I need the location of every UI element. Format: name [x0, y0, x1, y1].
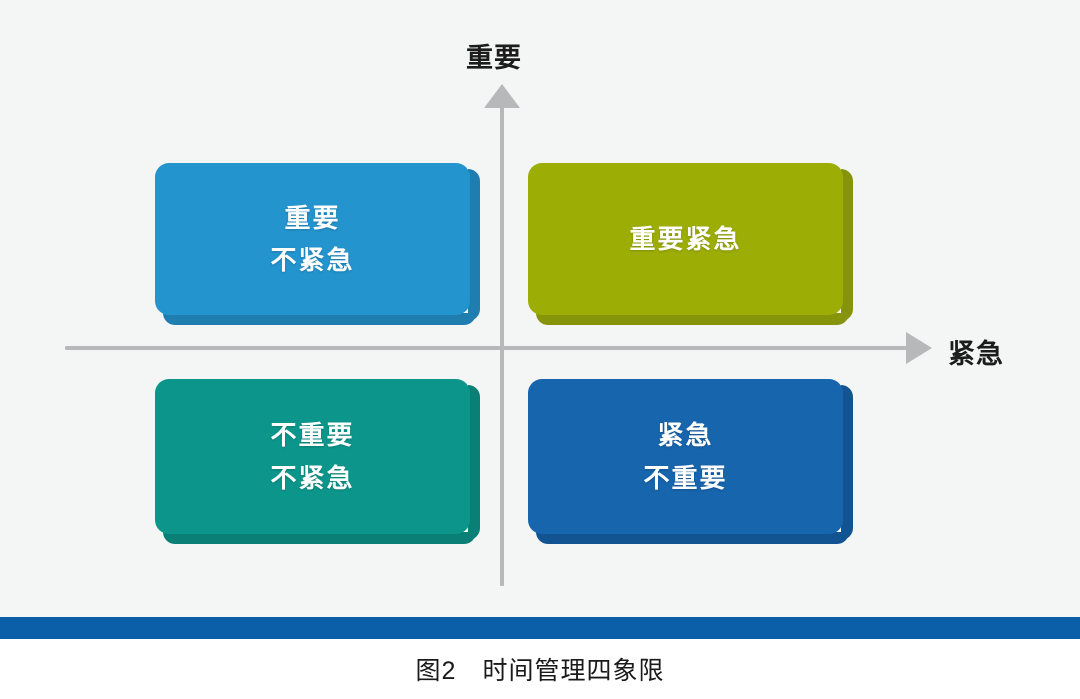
quadrant-edge-bottom [163, 313, 476, 325]
quadrant-face [528, 163, 843, 315]
quadrant-edge-bottom [536, 313, 849, 325]
quadrant-edge-right [468, 385, 480, 540]
quadrant-edge-bottom [163, 532, 476, 544]
quadrant-important-urgent[interactable]: 重要紧急 [528, 163, 853, 325]
quadrant-not-important-not-urgent[interactable]: 不重要 不紧急 [155, 379, 480, 544]
vertical-axis-arrow-icon [484, 84, 520, 108]
quadrant-urgent-not-important[interactable]: 紧急 不重要 [528, 379, 853, 544]
quadrant-edge-right [841, 385, 853, 540]
quadrant-edge-right [468, 169, 480, 321]
vertical-axis-label: 重要 [466, 43, 522, 73]
horizontal-axis-line [65, 346, 910, 350]
quadrant-label-line2: 不紧急 [270, 245, 355, 275]
quadrant-edge-right [841, 169, 853, 321]
quadrant-labels: 紧急 不重要 [528, 414, 853, 508]
quadrant-face [155, 163, 470, 315]
quadrant-label-line1: 重要 [284, 202, 341, 233]
vertical-axis-line [500, 103, 504, 586]
caption-area: 图2 时间管理四象限 [0, 639, 1080, 699]
quadrant-face [528, 379, 843, 534]
quadrant-label-line1: 重要紧急 [629, 223, 742, 254]
horizontal-axis-label: 紧急 [948, 339, 1004, 369]
diagram-canvas: 重要 紧急 重要 不紧急 重要紧急 不重要 [0, 0, 1080, 617]
quadrant-label-line1: 紧急 [657, 420, 714, 451]
bottom-rule-divider [0, 617, 1080, 639]
quadrant-labels: 不重要 不紧急 [155, 414, 480, 508]
quadrant-face [155, 379, 470, 534]
quadrant-edge-bottom [536, 532, 849, 544]
quadrant-labels: 重要 不紧急 [155, 197, 480, 291]
quadrant-label-line2: 不紧急 [270, 462, 355, 493]
horizontal-axis-arrow-icon [906, 332, 932, 364]
figure-caption: 图2 时间管理四象限 [415, 657, 665, 685]
quadrant-label-line1: 不重要 [270, 420, 355, 451]
quadrant-label-line2: 不重要 [643, 462, 728, 493]
quadrant-labels: 重要紧急 [528, 218, 853, 270]
quadrant-important-not-urgent[interactable]: 重要 不紧急 [155, 163, 480, 325]
